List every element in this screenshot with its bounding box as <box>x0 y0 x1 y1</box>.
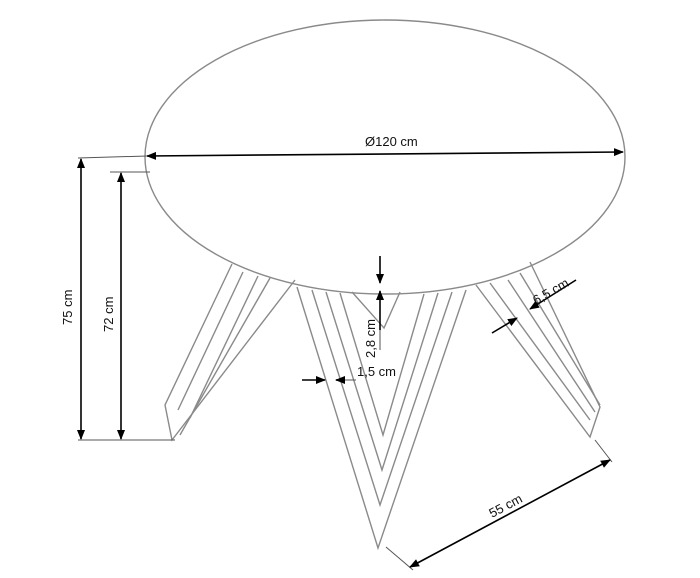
leg-width-label: 6,5 cm <box>530 275 571 307</box>
total-height-dimension: 75 cm <box>60 155 175 441</box>
leg-span-dimension: 55 cm <box>385 439 613 571</box>
center-leg <box>296 286 467 551</box>
table-top <box>144 19 626 295</box>
top-thickness-label: 2,8 cm <box>363 319 378 358</box>
leg-height-dimension: 72 cm <box>101 171 150 440</box>
diameter-label: Ø120 cm <box>365 134 418 149</box>
leg-height-label: 72 cm <box>101 297 116 332</box>
back-leg <box>351 291 401 330</box>
right-leg <box>475 261 601 439</box>
leg-rod-width-label: 1,5 cm <box>357 364 396 379</box>
left-leg <box>164 263 296 442</box>
top-thickness-dimension: 2,8 cm <box>363 256 384 358</box>
leg-rod-width-dimension: 1,5 cm <box>302 364 396 384</box>
diameter-dimension: Ø120 cm <box>146 134 624 160</box>
total-height-label: 75 cm <box>60 290 75 325</box>
